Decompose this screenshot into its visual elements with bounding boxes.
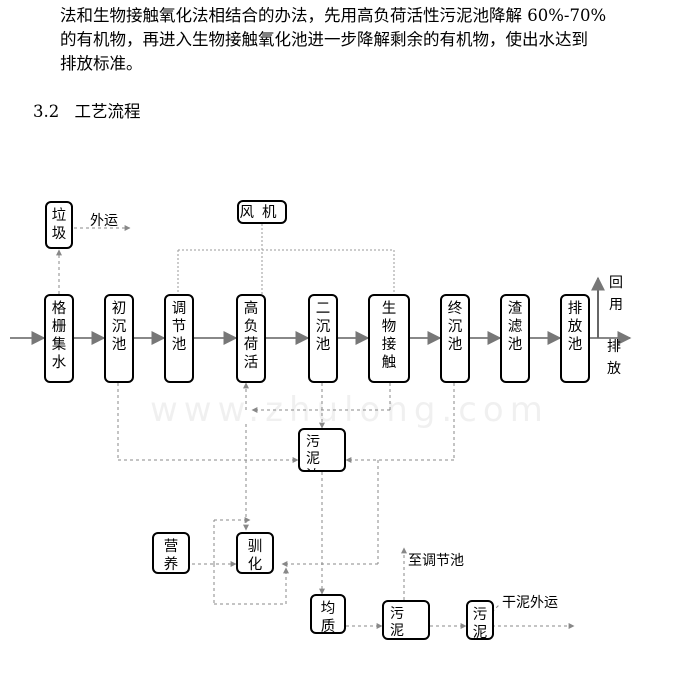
export-label: 外运 bbox=[90, 213, 118, 229]
to-regulating-tank-label: 至调节池 bbox=[408, 553, 464, 569]
dry-sludge-export-label: 干泥外运 bbox=[502, 595, 558, 611]
final-clarifier-box: 终沉池 bbox=[440, 294, 470, 383]
section-heading: 3.2 工艺流程 bbox=[33, 98, 141, 122]
acclimation-box: 驯化 bbox=[236, 532, 274, 574]
screen-sump-box: 格栅集水 bbox=[44, 294, 74, 383]
intro-paragraph: 法和生物接触氧化法相结合的办法，先用高负荷活性污泥池降解 60%-70% 的有机… bbox=[60, 4, 660, 76]
sludge-cake-box: 污泥 bbox=[466, 600, 494, 640]
sludge-thickening-box: 污泥浓缩 bbox=[298, 428, 346, 472]
garbage-box: 垃圾 bbox=[45, 201, 73, 249]
discharge-out-label: 排放 bbox=[607, 339, 621, 377]
filter-tank-box: 渣滤池 bbox=[500, 294, 530, 383]
fan-box: 风机 bbox=[237, 200, 287, 224]
sludge-lines bbox=[117, 382, 575, 629]
primary-clarifier-box: 初沉池 bbox=[104, 294, 134, 383]
paragraph-line-2: 的有机物，再进入生物接触氧化池进一步降解剩余的有机物，使出水达到 bbox=[60, 30, 588, 49]
paragraph-line-1: 法和生物接触氧化法相结合的办法，先用高负荷活性污泥池降解 60%-70% bbox=[60, 6, 607, 25]
nutrient-box: 营养 bbox=[152, 532, 190, 574]
sludge-dewatering-box: 污泥脱水 bbox=[382, 600, 430, 640]
section-title: 工艺流程 bbox=[74, 102, 141, 121]
secondary-clarifier-box: 二沉池 bbox=[308, 294, 338, 383]
homogenizing-box: 均质 bbox=[310, 594, 346, 634]
air-supply-lines bbox=[177, 224, 395, 294]
paragraph-line-3: 排放标准。 bbox=[60, 54, 143, 73]
bio-contact-tank-box: 生物接触 bbox=[368, 294, 410, 383]
garbage-export-line bbox=[56, 225, 131, 294]
section-number: 3.2 bbox=[33, 102, 60, 121]
regulating-tank-box: 调节池 bbox=[164, 294, 194, 383]
discharge-tank-box: 排放池 bbox=[560, 294, 590, 383]
reuse-label: 回用 bbox=[609, 275, 623, 313]
high-load-sludge-tank-box: 高负荷活 bbox=[236, 294, 266, 383]
